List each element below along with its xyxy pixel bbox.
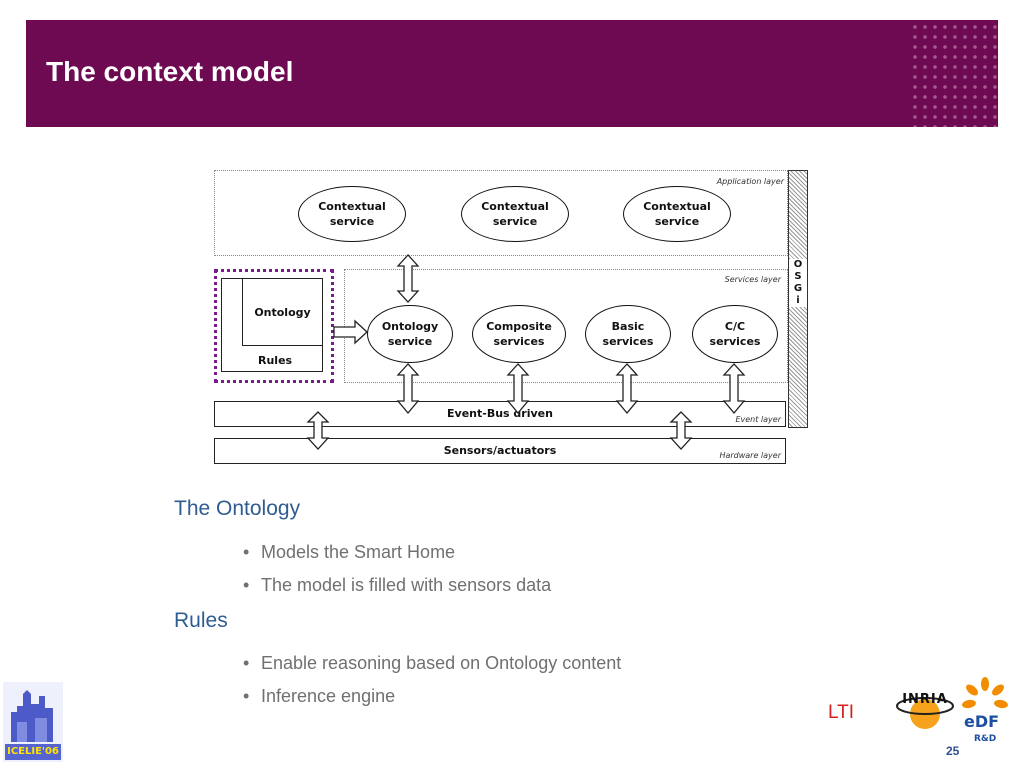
event-bus-label: Event-Bus driven xyxy=(447,407,553,420)
double-arrow-icon xyxy=(396,254,420,303)
sensors-bar: Sensors/actuators Hardware layer xyxy=(214,438,786,464)
osgi-letters: O S G i xyxy=(789,259,807,307)
rules-bullet: • Inference engine xyxy=(243,686,395,707)
inria-logo-text: INRIA xyxy=(902,692,948,707)
osgi-letter: G xyxy=(793,283,803,294)
bullet-dot-icon: • xyxy=(243,575,250,595)
lti-label: LTI xyxy=(828,702,855,723)
double-arrow-icon xyxy=(306,411,330,450)
bullet-dot-icon: • xyxy=(243,686,250,706)
double-arrow-icon xyxy=(722,363,746,415)
hardware-layer-label: Hardware layer xyxy=(719,451,781,460)
rules-label: Rules xyxy=(258,354,293,367)
ontology-bullet: • Models the Smart Home xyxy=(243,542,455,563)
bullet-text: Enable reasoning based on Ontology conte… xyxy=(261,653,622,673)
dot-pattern xyxy=(908,20,998,127)
inria-logo: INRIA xyxy=(895,688,955,732)
bullet-dot-icon: • xyxy=(243,653,250,673)
ontology-bullet: • The model is filled with sensors data xyxy=(243,575,551,596)
castle-icon xyxy=(3,682,63,762)
contextual-service-node: Contextual service xyxy=(623,186,731,242)
application-layer-label: Application layer xyxy=(716,177,784,186)
ontology-rules-highlight xyxy=(214,269,334,383)
ontology-service-node: Ontology service xyxy=(367,305,453,363)
osgi-letter: i xyxy=(796,295,800,306)
bullet-dot-icon: • xyxy=(243,542,250,562)
inria-icon xyxy=(896,697,954,729)
rules-bullet: • Enable reasoning based on Ontology cont… xyxy=(243,653,621,674)
osgi-bar: O S G i xyxy=(788,170,808,428)
ontology-label: Ontology xyxy=(254,305,311,319)
event-layer-label: Event layer xyxy=(735,415,781,424)
bullet-text: The model is filled with sensors data xyxy=(261,575,552,595)
bullet-text: Models the Smart Home xyxy=(261,542,456,562)
cc-services-node: C/C services xyxy=(692,305,778,363)
basic-services-node: Basic services xyxy=(585,305,671,363)
contextual-service-node: Contextual service xyxy=(298,186,406,242)
osgi-letter: O xyxy=(793,259,803,270)
edf-sun-icon xyxy=(962,677,1008,709)
osgi-letter: S xyxy=(794,271,802,282)
context-model-diagram: Application layer Services layer O S G i… xyxy=(210,165,815,470)
contextual-service-node: Contextual service xyxy=(461,186,569,242)
edf-logo-text: eDF xyxy=(964,712,1000,731)
double-arrow-icon xyxy=(669,411,693,450)
ontology-box: Ontology xyxy=(242,278,323,346)
rd-logo-text: R&D xyxy=(974,734,997,744)
bullet-text: Inference engine xyxy=(261,686,396,706)
double-arrow-icon xyxy=(615,363,639,415)
double-arrow-icon xyxy=(506,363,530,415)
event-bus-bar: Event-Bus driven Event layer xyxy=(214,401,786,427)
rules-heading: Rules xyxy=(174,609,228,632)
icelie-logo: ICELIE'06 xyxy=(3,682,63,762)
ontology-heading: The Ontology xyxy=(174,497,301,520)
sensors-label: Sensors/actuators xyxy=(443,444,557,457)
page-number: 25 xyxy=(946,744,960,758)
diagram-arrows xyxy=(306,254,746,450)
edf-logo: eDF R&D xyxy=(960,676,1010,746)
slide-title: The context model xyxy=(46,56,294,87)
right-arrow-icon xyxy=(333,319,368,345)
composite-services-node: Composite services xyxy=(472,305,566,363)
double-arrow-icon xyxy=(396,363,420,415)
slide-header: The context model xyxy=(26,20,998,127)
services-layer-label: Services layer xyxy=(724,275,781,284)
icelie-logo-text: ICELIE'06 xyxy=(7,746,59,757)
